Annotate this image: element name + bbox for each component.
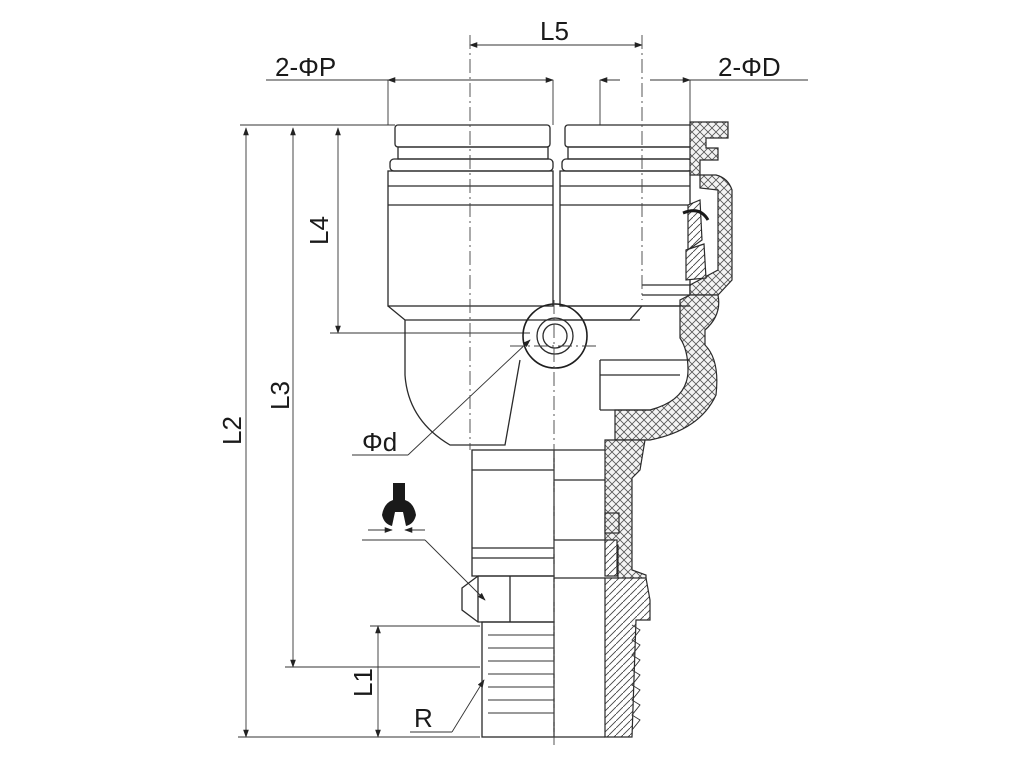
label-l3: L3 xyxy=(265,381,295,410)
label-l4: L4 xyxy=(304,216,334,245)
fitting-body-section xyxy=(554,121,733,738)
label-2-phi-p: 2-ΦP xyxy=(275,52,336,82)
label-phi-d-small: Φd xyxy=(362,427,397,457)
wrench-icon xyxy=(382,483,416,526)
center-lines xyxy=(469,35,643,745)
label-l1: L1 xyxy=(348,668,378,697)
label-l5: L5 xyxy=(540,16,569,46)
label-2-phi-d: 2-ΦD xyxy=(718,52,781,82)
dimension-lines xyxy=(238,42,808,738)
label-l2: L2 xyxy=(217,416,247,445)
label-r: R xyxy=(414,703,433,733)
